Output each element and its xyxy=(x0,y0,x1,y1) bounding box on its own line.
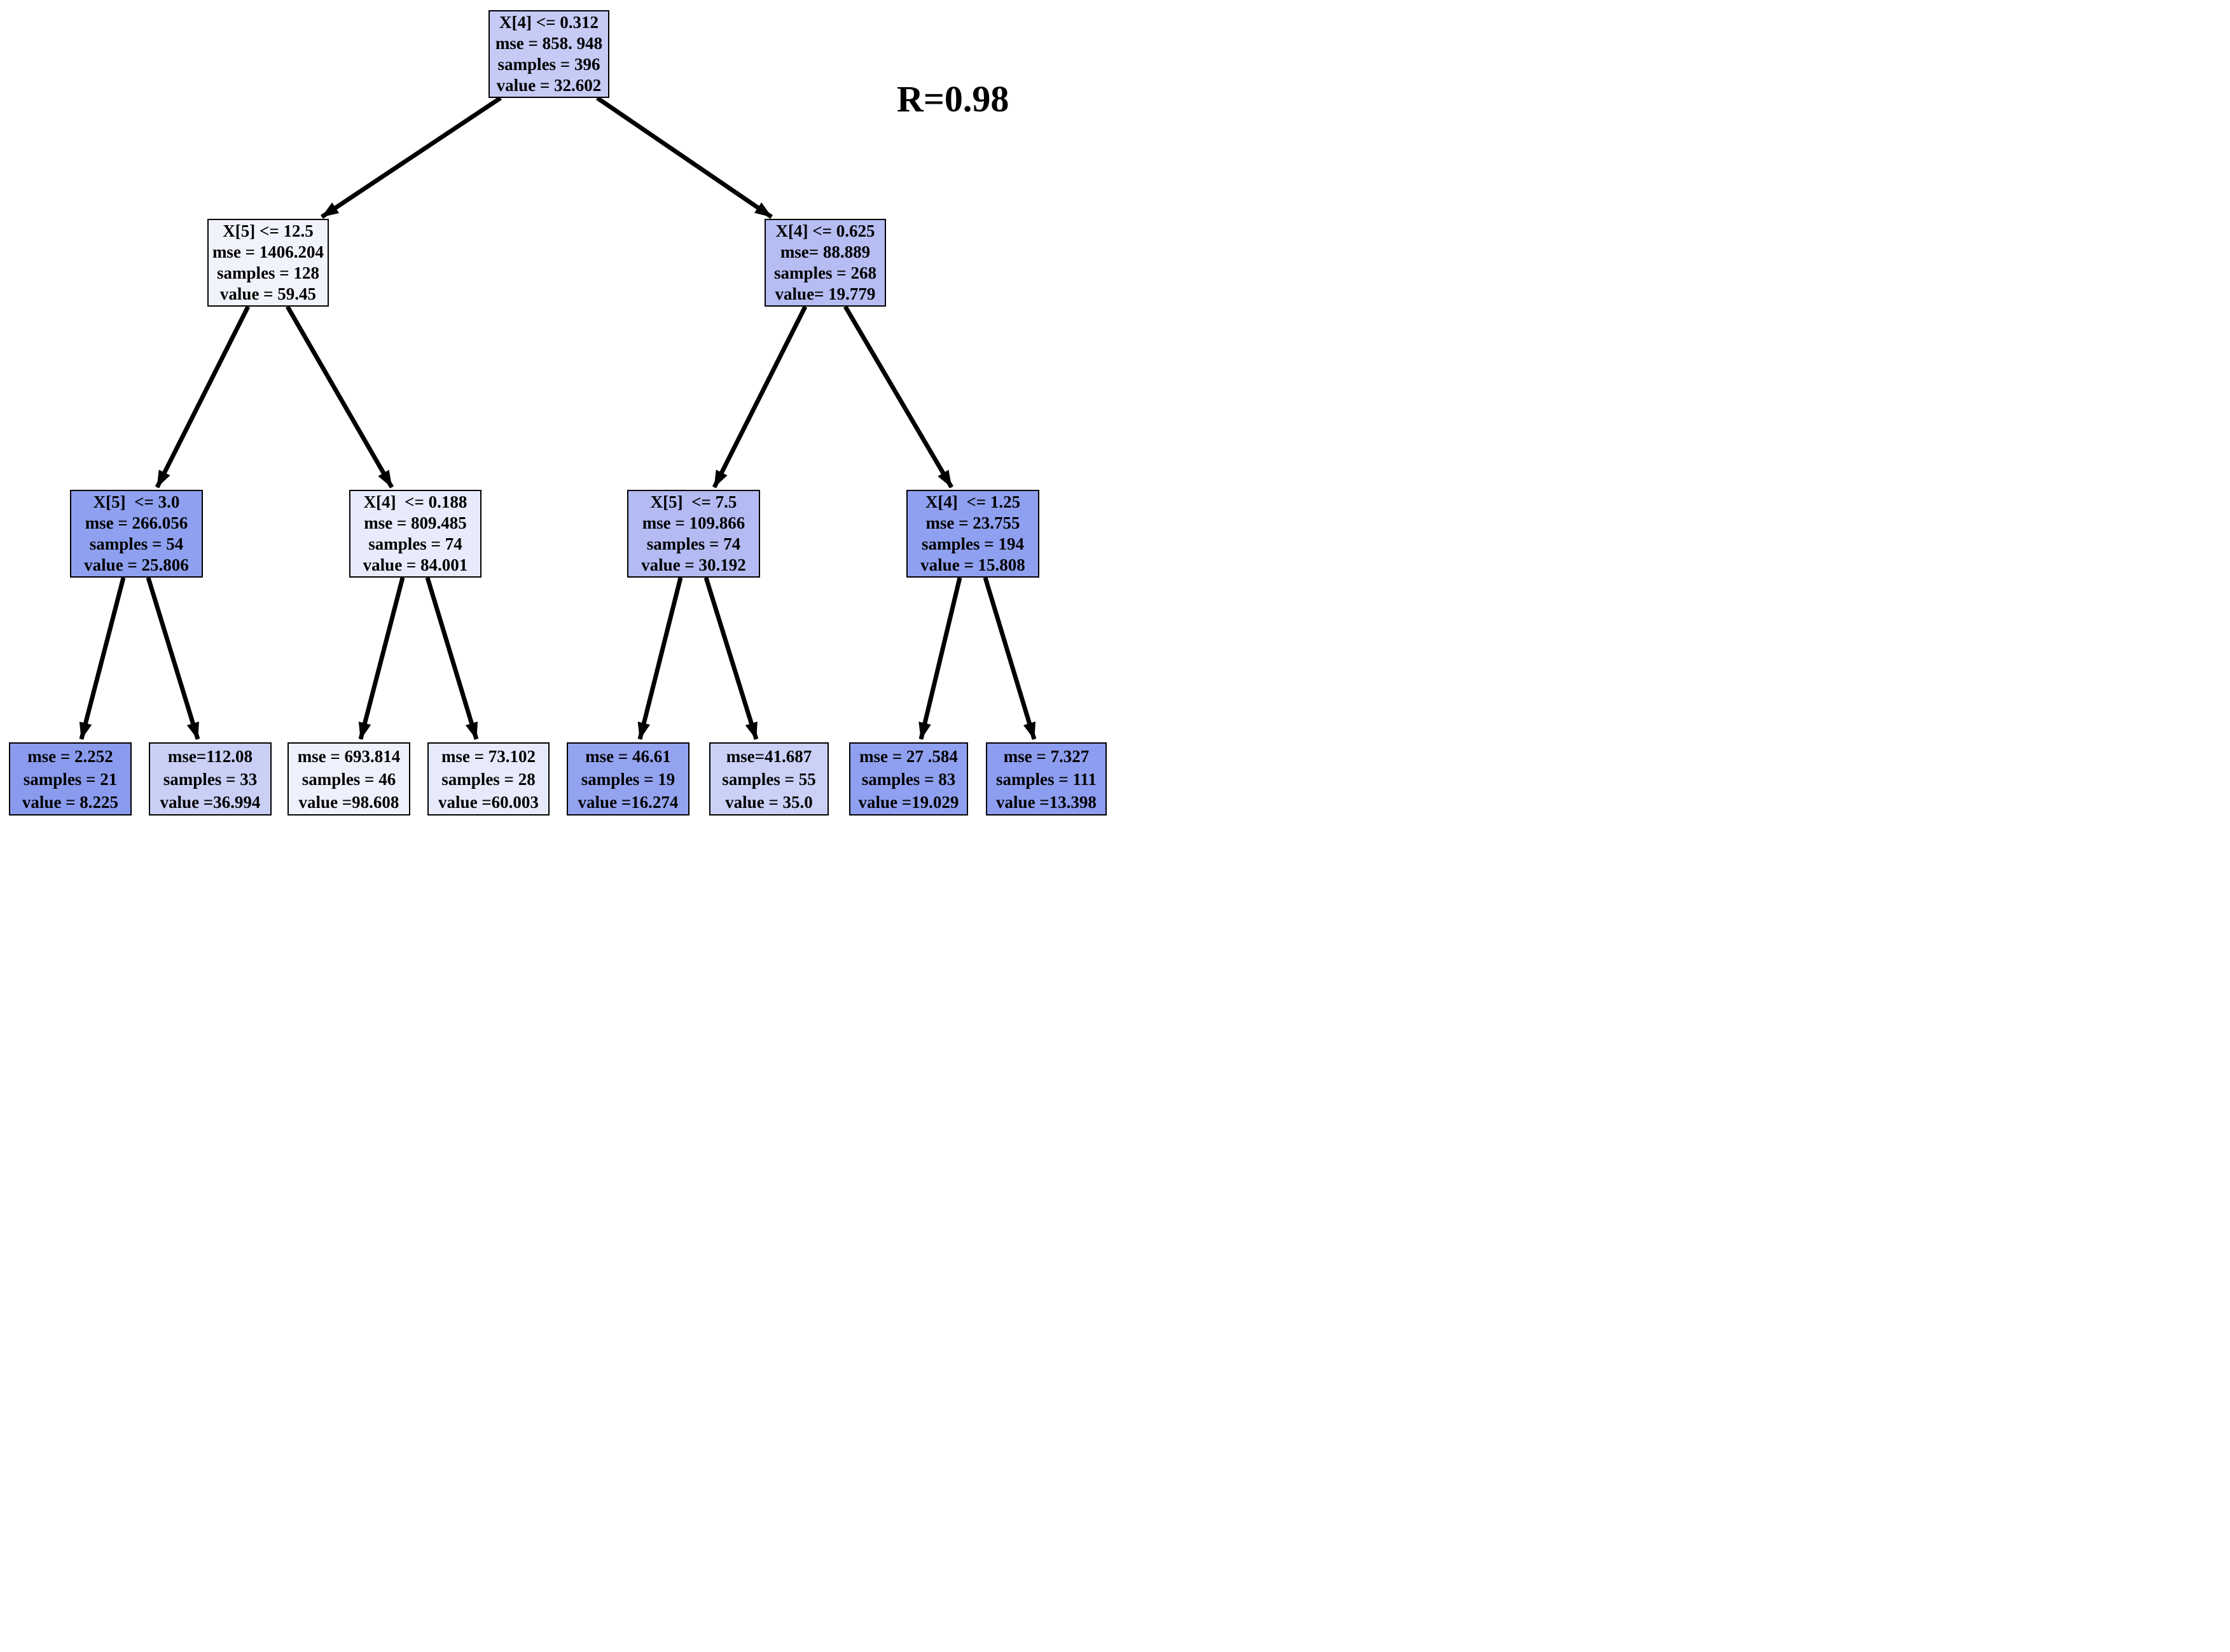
edge-l33-leaf6 xyxy=(703,576,759,740)
tree-node-l3-4: X[4] <= 1.25 mse = 23.755 samples = 194 … xyxy=(906,490,1039,578)
node-value: value =60.003 xyxy=(438,792,539,812)
decision-tree-diagram: R=0.98 X[4] <= 0.312 mse = 858. 948 samp… xyxy=(0,0,1115,826)
node-mse: mse = 809.485 xyxy=(364,513,467,532)
node-mse: mse= 88.889 xyxy=(780,242,871,261)
tree-node-leaf-1: mse = 2.252 samples = 21 value = 8.225 xyxy=(9,742,132,816)
node-samples: samples = 74 xyxy=(368,534,462,553)
edge-l32-leaf3 xyxy=(358,577,405,740)
edge-l32-leaf4 xyxy=(425,576,479,740)
node-mse: mse = 2.252 xyxy=(27,746,113,766)
node-mse: mse=112.08 xyxy=(167,746,253,766)
node-mse: mse = 109.866 xyxy=(642,513,745,532)
node-split-rule: X[4] <= 0.312 xyxy=(499,13,599,32)
edge-l33-leaf5 xyxy=(637,577,683,740)
node-mse: mse = 266.056 xyxy=(85,513,188,532)
node-samples: samples = 54 xyxy=(89,534,184,553)
edge-root-l2left xyxy=(321,96,502,219)
node-mse: mse = 7.327 xyxy=(1003,746,1090,766)
tree-node-l2-right: X[4] <= 0.625 mse= 88.889 samples = 268 … xyxy=(765,219,886,307)
node-mse: mse = 73.102 xyxy=(441,746,536,766)
tree-node-leaf-6: mse=41.687 samples = 55 value = 35.0 xyxy=(709,742,829,816)
tree-node-leaf-4: mse = 73.102 samples = 28 value =60.003 xyxy=(427,742,550,816)
node-samples: samples = 74 xyxy=(646,534,741,553)
node-value: value = 32.602 xyxy=(496,76,602,95)
edge-l31-leaf2 xyxy=(146,576,200,740)
node-split-rule: X[4] <= 1.25 xyxy=(925,492,1021,511)
node-value: value = 35.0 xyxy=(725,792,813,812)
edge-l2left-l32 xyxy=(285,305,394,489)
tree-node-l3-2: X[4] <= 0.188 mse = 809.485 samples = 74… xyxy=(349,490,481,578)
node-value: value = 25.806 xyxy=(84,555,189,574)
node-value: value =16.274 xyxy=(578,792,679,812)
tree-edges xyxy=(79,96,1037,740)
node-mse: mse = 23.755 xyxy=(925,513,1020,532)
node-samples: samples = 19 xyxy=(581,769,675,789)
tree-node-l2-left: X[5] <= 12.5 mse = 1406.204 samples = 12… xyxy=(207,219,329,307)
tree-node-leaf-7: mse = 27 .584 samples = 83 value =19.029 xyxy=(849,742,968,816)
edge-l2left-l31 xyxy=(155,305,251,489)
node-mse: mse = 1406.204 xyxy=(212,242,324,261)
node-samples: samples = 194 xyxy=(922,534,1024,553)
node-value: value = 8.225 xyxy=(22,792,119,812)
node-value: value =98.608 xyxy=(298,792,399,812)
tree-node-leaf-3: mse = 693.814 samples = 46 value =98.608 xyxy=(287,742,410,816)
node-mse: mse=41.687 xyxy=(726,746,812,766)
node-samples: samples = 396 xyxy=(497,55,600,74)
node-value: value =19.029 xyxy=(858,792,959,812)
node-samples: samples = 33 xyxy=(163,769,258,789)
node-value: value = 30.192 xyxy=(641,555,746,574)
tree-node-leaf-8: mse = 7.327 samples = 111 value =13.398 xyxy=(986,742,1107,816)
tree-node-leaf-2: mse=112.08 samples = 33 value =36.994 xyxy=(149,742,272,816)
node-split-rule: X[5] <= 3.0 xyxy=(93,492,180,511)
node-split-rule: X[4] <= 0.188 xyxy=(363,492,467,511)
node-value: value= 19.779 xyxy=(775,284,876,303)
tree-node-root: X[4] <= 0.312 mse = 858. 948 samples = 3… xyxy=(488,10,609,98)
node-mse: mse = 693.814 xyxy=(297,746,401,766)
node-mse: mse = 858. 948 xyxy=(495,34,603,53)
edge-l31-leaf1 xyxy=(79,577,126,740)
node-samples: samples = 83 xyxy=(861,769,956,789)
node-value: value = 15.808 xyxy=(920,555,1025,574)
node-split-rule: X[5] <= 12.5 xyxy=(223,221,314,240)
edge-l2right-l33 xyxy=(712,305,808,489)
tree-node-l3-3: X[5] <= 7.5 mse = 109.866 samples = 74 v… xyxy=(627,490,760,578)
node-value: value =13.398 xyxy=(996,792,1097,812)
node-samples: samples = 268 xyxy=(774,263,876,282)
r-score-label: R=0.98 xyxy=(897,78,1009,120)
edge-root-l2right xyxy=(596,96,773,219)
edge-l34-leaf8 xyxy=(983,576,1037,740)
node-samples: samples = 28 xyxy=(441,769,536,789)
node-samples: samples = 55 xyxy=(722,769,816,789)
node-mse: mse = 46.61 xyxy=(585,746,671,766)
node-samples: samples = 111 xyxy=(996,769,1097,789)
edge-l2right-l34 xyxy=(843,305,954,489)
node-samples: samples = 21 xyxy=(23,769,118,789)
node-value: value = 84.001 xyxy=(363,555,468,574)
tree-node-leaf-5: mse = 46.61 samples = 19 value =16.274 xyxy=(567,742,689,816)
tree-node-l3-1: X[5] <= 3.0 mse = 266.056 samples = 54 v… xyxy=(70,490,203,578)
node-split-rule: X[5] <= 7.5 xyxy=(650,492,737,511)
node-samples: samples = 46 xyxy=(301,769,396,789)
node-mse: mse = 27 .584 xyxy=(859,746,958,766)
node-samples: samples = 128 xyxy=(217,263,319,282)
node-value: value =36.994 xyxy=(160,792,261,812)
node-value: value = 59.45 xyxy=(219,284,317,303)
node-split-rule: X[4] <= 0.625 xyxy=(775,221,875,240)
edge-l34-leaf7 xyxy=(918,577,962,740)
